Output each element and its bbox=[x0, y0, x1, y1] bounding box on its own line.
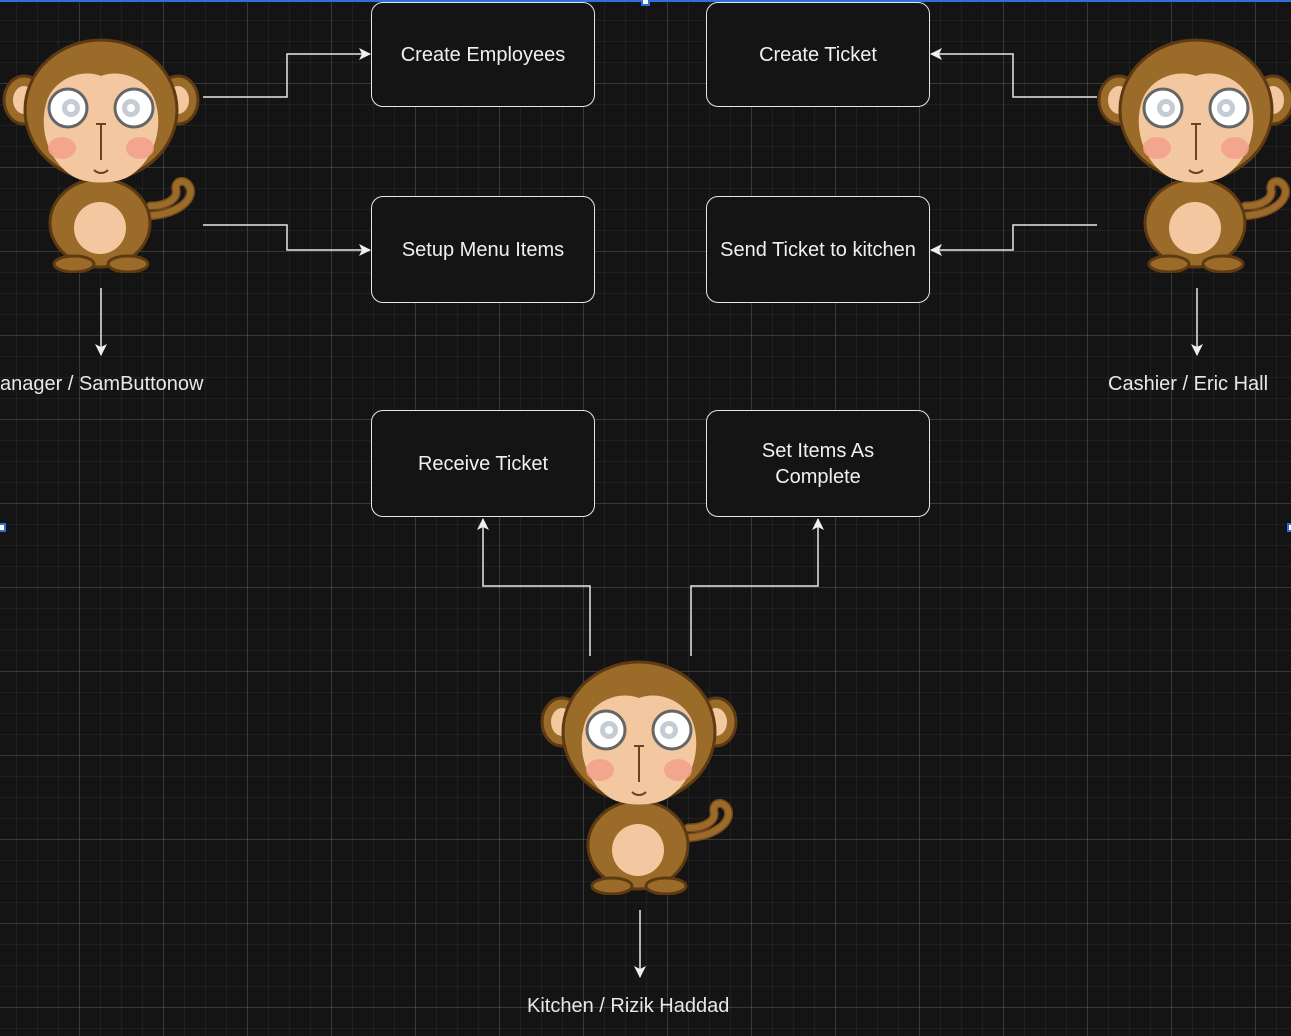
monkey-icon bbox=[540, 660, 738, 896]
selection-handle[interactable] bbox=[1287, 523, 1291, 532]
actor-manager[interactable] bbox=[2, 38, 202, 274]
use-case-receive-ticket[interactable]: Receive Ticket bbox=[371, 410, 595, 517]
edge-cashier-send-ticket bbox=[930, 224, 1097, 256]
actor-label-manager[interactable]: anager / SamButtonow bbox=[0, 373, 204, 395]
monkey-icon bbox=[2, 38, 200, 274]
edge-manager-create-employees bbox=[203, 48, 371, 98]
use-case-create-ticket[interactable]: Create Ticket bbox=[706, 2, 930, 107]
use-case-set-items-complete[interactable]: Set Items As Complete bbox=[706, 410, 930, 517]
actor-label-cashier[interactable]: Cashier / Eric Hall bbox=[1108, 373, 1269, 395]
edge-manager-setup-menu bbox=[203, 224, 371, 256]
edge-cashier-create-ticket bbox=[930, 48, 1097, 98]
selection-handle[interactable] bbox=[641, 0, 650, 6]
edge-kitchen-set-complete bbox=[690, 518, 824, 656]
actor-kitchen[interactable] bbox=[540, 660, 740, 896]
selection-handle[interactable] bbox=[0, 523, 6, 532]
monkey-icon bbox=[1097, 38, 1291, 274]
actor-label-kitchen[interactable]: Kitchen / Rizik Haddad bbox=[527, 995, 730, 1017]
use-case-send-ticket[interactable]: Send Ticket to kitchen bbox=[706, 196, 930, 303]
use-case-create-employees[interactable]: Create Employees bbox=[371, 2, 595, 107]
edge-kitchen-receive-ticket bbox=[477, 518, 591, 656]
actor-cashier[interactable] bbox=[1097, 38, 1291, 274]
use-case-setup-menu-items[interactable]: Setup Menu Items bbox=[371, 196, 595, 303]
